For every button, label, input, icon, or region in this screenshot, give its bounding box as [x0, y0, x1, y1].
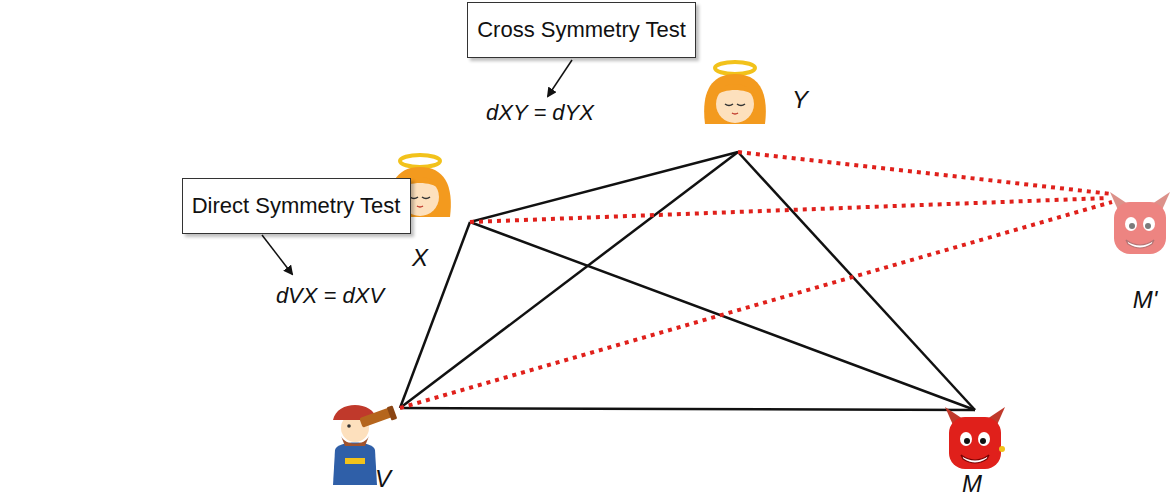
- entity-letter: V: [375, 465, 391, 493]
- distance-equation: dVX = dXV: [274, 283, 386, 309]
- entity-letter: Y: [792, 86, 808, 114]
- fake-distance-lines: [400, 152, 1112, 408]
- entity-letter: X: [412, 244, 428, 272]
- leader-arrows: [262, 60, 572, 274]
- box-title: Direct Symmetry Test: [192, 193, 401, 219]
- angel-icon: [704, 62, 766, 124]
- distance-lines: [400, 152, 975, 410]
- devil-icon: [945, 407, 1005, 469]
- entity-letter: M: [962, 470, 982, 498]
- test-box: Direct Symmetry Test: [182, 178, 411, 234]
- distance-equation: dXY = dYX: [484, 100, 596, 126]
- test-box: Cross Symmetry Test: [467, 2, 696, 58]
- entity-letter: M': [1133, 286, 1158, 314]
- fake-devil-icon: [1110, 192, 1170, 254]
- box-title: Cross Symmetry Test: [477, 17, 686, 43]
